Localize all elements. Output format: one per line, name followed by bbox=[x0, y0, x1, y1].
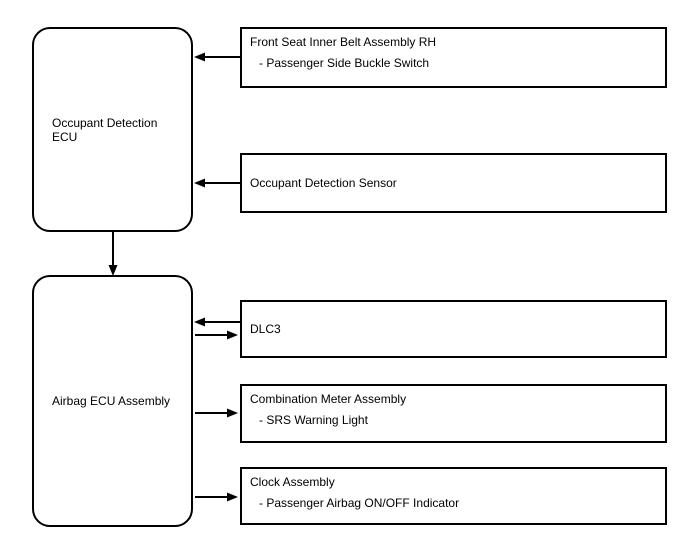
node-subtitle: - Passenger Airbag ON/OFF Indicator bbox=[259, 496, 460, 510]
arrow-front-seat-belt-to-occupant-ecu bbox=[194, 52, 240, 62]
node-title: Combination Meter Assembly bbox=[250, 392, 407, 406]
arrow-dlc3-to-airbag-ecu bbox=[194, 317, 240, 327]
node-title: DLC3 bbox=[250, 321, 281, 336]
node-clock-assembly: Clock Assembly - Passenger Airbag ON/OFF… bbox=[240, 467, 667, 525]
node-combination-meter-assembly: Combination Meter Assembly - SRS Warning… bbox=[240, 384, 667, 443]
arrow-airbag-ecu-to-combination-meter bbox=[195, 408, 238, 418]
node-occupant-detection-sensor: Occupant Detection Sensor bbox=[240, 153, 667, 213]
node-label-line: ECU bbox=[52, 129, 78, 144]
node-label-line: Airbag ECU Assembly bbox=[52, 394, 171, 408]
node-occupant-detection-ecu: Occupant Detection ECU bbox=[32, 27, 193, 232]
arrow-occupant-sensor-to-occupant-ecu bbox=[194, 178, 240, 188]
node-dlc3: DLC3 bbox=[240, 300, 667, 358]
node-subtitle: - Passenger Side Buckle Switch bbox=[259, 56, 430, 70]
node-front-seat-inner-belt-assembly: Front Seat Inner Belt Assembly RH - Pass… bbox=[240, 27, 667, 88]
node-subtitle: - SRS Warning Light bbox=[259, 413, 368, 427]
node-title: Occupant Detection Sensor bbox=[250, 175, 397, 190]
node-title: Front Seat Inner Belt Assembly RH bbox=[250, 35, 437, 49]
node-label-line: Occupant Detection bbox=[52, 115, 158, 130]
node-title: Clock Assembly bbox=[250, 475, 335, 489]
arrow-occupant-ecu-to-airbag-ecu bbox=[108, 232, 118, 276]
arrow-airbag-ecu-to-dlc3 bbox=[195, 330, 238, 340]
node-airbag-ecu-assembly: Airbag ECU Assembly bbox=[32, 275, 193, 527]
arrow-airbag-ecu-to-clock-assembly bbox=[195, 492, 238, 502]
